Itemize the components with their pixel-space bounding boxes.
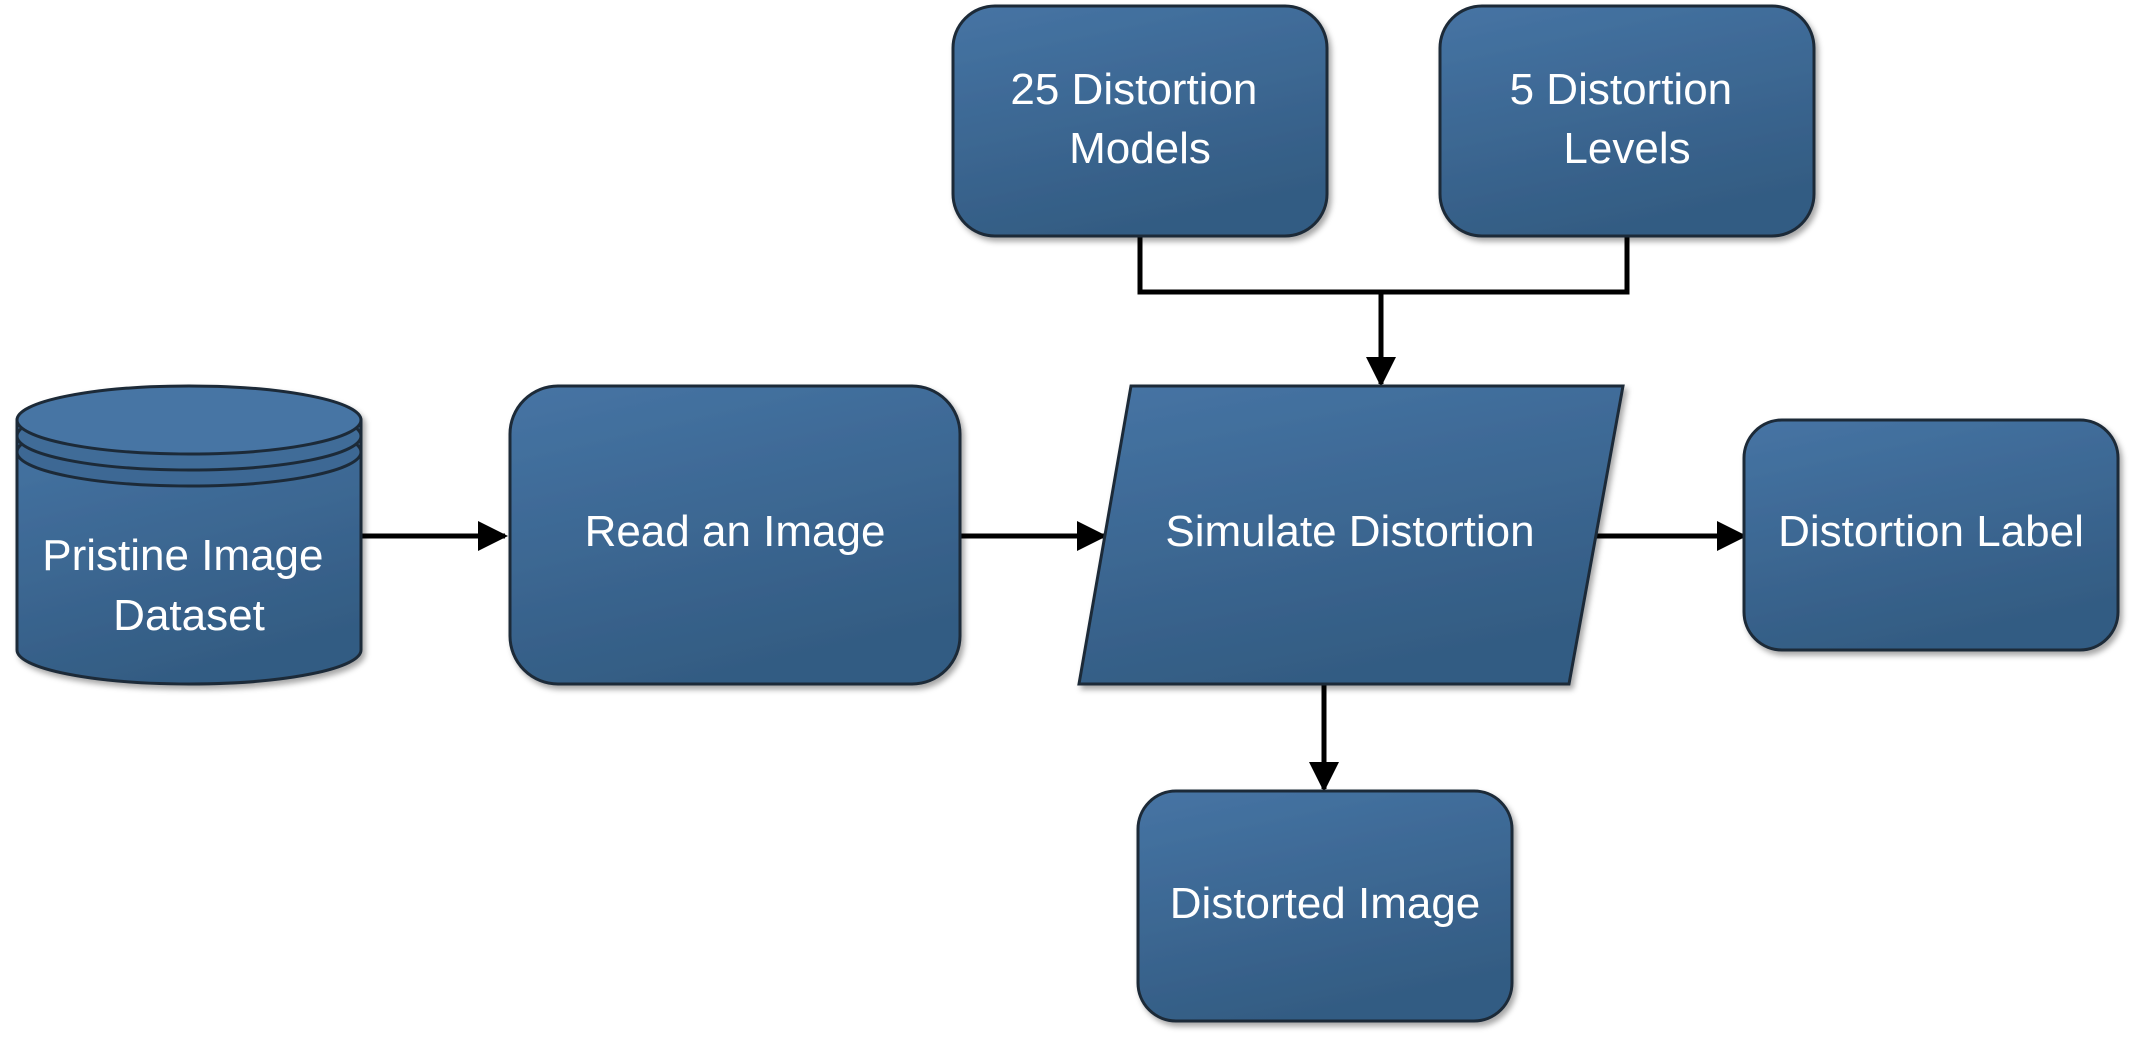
node-box — [508, 384, 962, 686]
node-box — [1438, 4, 1816, 238]
connectors — [362, 236, 1747, 792]
label-line: Read an Image — [585, 507, 886, 556]
node-distortion-label[interactable]: Distortion Label — [1742, 418, 2120, 652]
node-simulate-distortion[interactable]: Simulate Distortion — [1077, 384, 1625, 686]
label-line: 5 Distortion — [1510, 65, 1733, 114]
label-line: Levels — [1563, 124, 1690, 173]
node-label: Simulate Distortion — [1165, 507, 1534, 556]
node-box — [1077, 384, 1625, 686]
edge-models-to-simulate — [1137, 236, 1381, 295]
label-line: 25 Distortion — [1010, 65, 1257, 114]
node-label: Distortion Label — [1778, 507, 2084, 556]
node-distortion-models[interactable]: 25 Distortion Models — [951, 4, 1329, 238]
node-read-an-image[interactable]: Read an Image — [508, 384, 962, 686]
label-line: Pristine Image — [42, 531, 323, 580]
node-pristine-image-dataset[interactable]: Pristine Image Dataset — [15, 384, 363, 686]
label-line: Distortion Label — [1778, 507, 2084, 556]
node-distortion-levels[interactable]: 5 Distortion Levels — [1438, 4, 1816, 238]
node-label: Distorted Image — [1170, 879, 1481, 928]
label-line: Dataset — [113, 591, 265, 640]
node-box — [1136, 789, 1514, 1023]
node-box — [1742, 418, 2120, 652]
label-line: Distorted Image — [1170, 879, 1481, 928]
label-line: Models — [1069, 124, 1211, 173]
node-label: 5 Distortion Levels — [1510, 65, 1745, 173]
database-cylinder-body — [15, 418, 363, 686]
node-distorted-image[interactable]: Distorted Image — [1136, 789, 1514, 1023]
node-label: Pristine Image Dataset — [42, 531, 335, 640]
edge-levels-to-simulate — [1381, 236, 1630, 295]
label-line: Simulate Distortion — [1165, 507, 1534, 556]
node-label: Read an Image — [585, 507, 886, 556]
node-box — [951, 4, 1329, 238]
node-label: 25 Distortion Models — [1010, 65, 1269, 173]
database-cylinder-top — [15, 384, 363, 456]
